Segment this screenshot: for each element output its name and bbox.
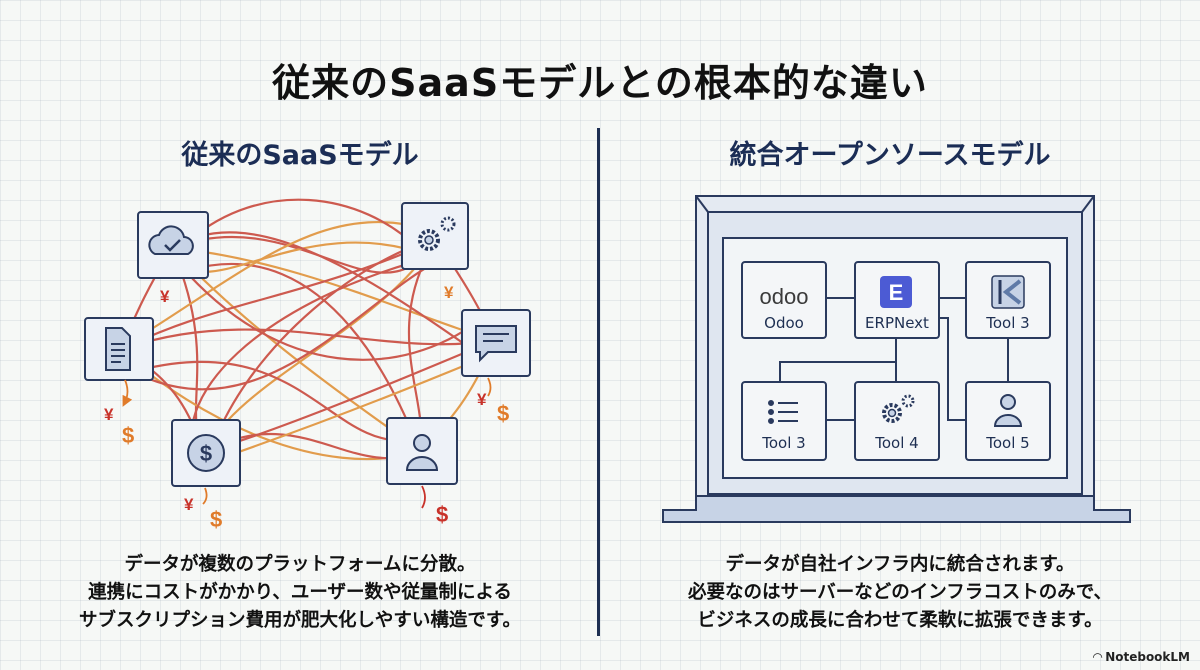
tool-label-tool3-list: Tool 3 [762, 434, 806, 452]
cloud-check-icon [148, 225, 194, 255]
page-title: 従来のSaaSモデルとの根本的な違い [272, 61, 928, 105]
brand-label: NotebookLM [1105, 650, 1190, 664]
column-divider [597, 128, 600, 636]
yen-mark: ¥ [160, 287, 170, 306]
caption-line: データが複数のプラットフォームに分散。 [124, 554, 476, 575]
saas-tangle-diagram: $ ¥ ¥ ¥ $ ¥ $ ¥ $ $ [84, 198, 531, 532]
svg-text:$: $ [200, 441, 212, 466]
erpnext-logo-icon: E [880, 276, 912, 308]
dollar-mark: $ [436, 502, 448, 527]
dollar-mark: $ [210, 507, 222, 532]
chat-bubble-icon [475, 325, 517, 363]
user-tile [386, 417, 458, 485]
tool-label-tool3: Tool 3 [986, 314, 1030, 332]
tool-label-tool4: Tool 4 [875, 434, 919, 452]
chat-tile [461, 309, 531, 377]
caption-line: ビジネスの成長に合わせて柔軟に拡張できます。 [697, 610, 1103, 631]
yen-mark: ¥ [184, 495, 194, 514]
tangled-connections [118, 198, 497, 472]
notebooklm-logo-icon: ◠ [1092, 650, 1103, 664]
tool-label-erpnext: ERPNext [865, 314, 929, 332]
list-icon [768, 400, 798, 424]
svg-text:E: E [889, 280, 904, 305]
caption-line: 必要なのはサーバーなどのインフラコストのみで、 [687, 582, 1113, 603]
currency-marks: ¥ ¥ ¥ $ ¥ $ ¥ $ $ [104, 283, 509, 532]
tool-label-tool5: Tool 5 [986, 434, 1030, 452]
document-tile [84, 317, 154, 381]
dollar-mark: $ [497, 401, 509, 426]
dollar-coin-icon: $ [187, 434, 225, 472]
yen-mark: ¥ [477, 390, 487, 409]
gears-tile [401, 202, 469, 270]
notebooklm-watermark: ◠NotebookLM [1093, 650, 1190, 664]
yen-mark: ¥ [104, 405, 114, 424]
user-icon [405, 434, 439, 471]
gears-icon [418, 216, 456, 251]
tool-label-odoo: Odoo [764, 314, 804, 332]
yen-mark: ¥ [444, 283, 454, 302]
left-column-title: 従来のSaaSモデル [181, 140, 419, 171]
caption-line: サブスクリプション費用が肥大化しやすい構造です。 [79, 610, 521, 631]
kanban-arrow-icon [991, 275, 1025, 309]
odoo-logo-icon: odoo [760, 284, 809, 309]
document-icon [105, 327, 131, 371]
left-caption: データが複数のプラットフォームに分散。 連携にコストがかかり、ユーザー数や従量制… [10, 551, 590, 635]
user-icon [993, 394, 1023, 427]
right-caption: データが自社インフラ内に統合されます。 必要なのはサーバーなどのインフラコストの… [610, 551, 1190, 635]
dollar-tile: $ [171, 419, 241, 487]
platform-connections [779, 297, 1009, 421]
tool-tiles [741, 261, 1051, 461]
cost-leak-arrows [122, 377, 492, 509]
right-column-title: 統合オープンソースモデル [729, 140, 1051, 171]
gears-icon [882, 394, 915, 423]
dollar-mark: $ [122, 423, 134, 448]
cloud-check-tile [137, 211, 209, 279]
caption-line: データが自社インフラ内に統合されます。 [725, 554, 1075, 575]
integrated-platform-diagram: odoo E [662, 195, 1131, 523]
caption-line: 連携にコストがかかり、ユーザー数や従量制による [88, 582, 512, 603]
